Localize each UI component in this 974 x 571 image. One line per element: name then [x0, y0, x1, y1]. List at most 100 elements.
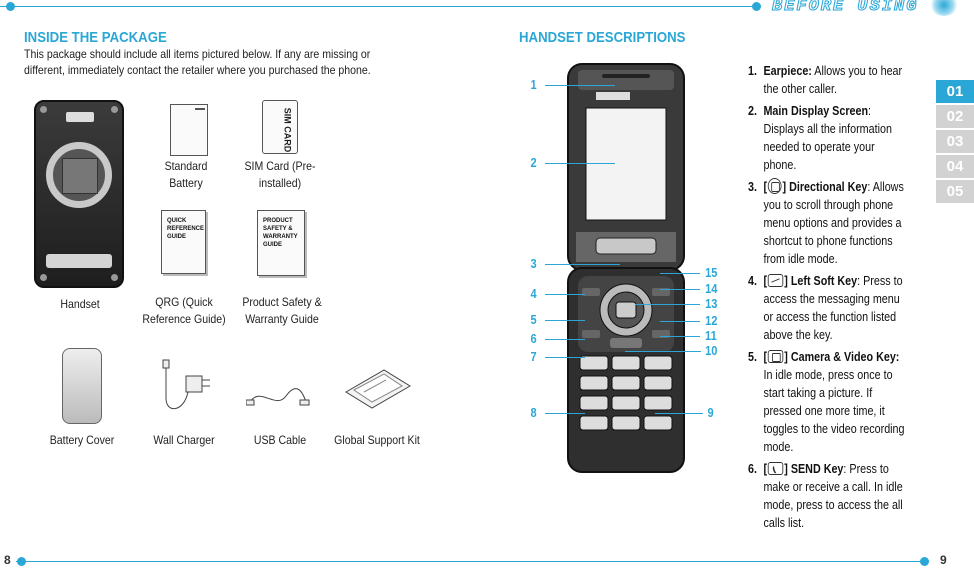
handset-screw-icon: [40, 274, 47, 281]
description-term: ] Left Soft Key: [784, 274, 858, 288]
handset-brand-strip: [46, 254, 112, 268]
handset-descriptions-title: HANDSET DESCRIPTIONS: [519, 29, 686, 46]
callout-number: 5: [530, 312, 537, 327]
description-text: : Displays all the information needed to…: [763, 104, 892, 172]
caption-handset: Handset: [60, 297, 100, 311]
chapter-tab-03[interactable]: 03: [936, 130, 974, 153]
camera-key-icon: [767, 350, 784, 363]
callout-number: 3: [530, 256, 537, 271]
handset-screw-icon: [111, 106, 118, 113]
footer-rule-dot-left: [17, 557, 26, 566]
description-text: In idle mode, press once to start taking…: [763, 368, 905, 454]
page-number-left: 8: [4, 553, 11, 567]
callout-number: 11: [705, 328, 717, 343]
description-term: ] SEND Key: [784, 462, 844, 476]
handset-illustration: [34, 100, 124, 288]
description-bracket: [: [763, 350, 768, 364]
caption-qrg: QRG (Quick Reference Guide): [142, 295, 226, 326]
caption-standard-battery: Standard Battery: [164, 159, 208, 190]
description-item: 6. [ ] SEND Key: Press to make or receive …: [748, 460, 905, 532]
callout-line: [545, 294, 585, 295]
description-number: 6.: [748, 462, 757, 476]
callout-line: [660, 273, 700, 274]
chapter-tab-04[interactable]: 04: [936, 155, 974, 178]
description-text: : Allows you to scroll through phone men…: [763, 180, 904, 266]
description-term: ] Directional Key: [782, 180, 868, 194]
handset-screw-icon: [40, 106, 47, 113]
inside-package-intro: This package should include all items pi…: [24, 47, 371, 77]
description-term: ] Camera & Video Key:: [784, 350, 900, 364]
description-bracket: [: [763, 180, 768, 194]
header-rule-dot-right: [752, 2, 761, 11]
chapter-tabs: 01 02 03 04 05: [936, 80, 974, 205]
caption-sim-card: SIM Card (Pre-installed): [244, 159, 316, 190]
section-header-title: BEFORE USING: [771, 0, 919, 17]
directional-key-icon: [767, 178, 782, 194]
description-number: 4.: [748, 274, 757, 288]
left-soft-key-icon: [767, 274, 784, 287]
wall-charger-illustration: [162, 359, 210, 409]
chapter-tab-02[interactable]: 02: [936, 105, 974, 128]
send-key-icon: [767, 462, 784, 475]
callout-number: 9: [707, 405, 714, 420]
callout-number: 2: [530, 155, 537, 170]
description-number: 5.: [748, 350, 757, 364]
caption-battery-cover: Battery Cover: [49, 433, 115, 447]
sim-card-illustration: SIM CARD: [262, 100, 298, 154]
callout-number: 1: [530, 77, 537, 92]
callout-number: 6: [530, 331, 537, 346]
description-text: Allows you to hear the other caller.: [763, 64, 903, 96]
caption-usb-cable: USB Cable: [253, 433, 307, 447]
battery-cover-illustration: [62, 348, 102, 424]
footer-rule: [16, 561, 926, 562]
callout-line: [545, 85, 615, 86]
callout-number: 10: [705, 343, 718, 358]
callout-line: [660, 289, 700, 290]
callout-line: [625, 351, 701, 352]
description-text: : Press to access the messaging menu or …: [763, 274, 903, 342]
description-item: 2. Main Display Screen: Displays all the …: [748, 102, 905, 174]
caption-product-safety: Product Safety & Warranty Guide: [242, 295, 322, 326]
global-support-kit-illustration: [345, 369, 411, 409]
callout-number: 7: [530, 349, 537, 364]
handset-screw-icon: [111, 274, 118, 281]
chapter-tab-01[interactable]: 01: [936, 80, 974, 103]
header-glow-icon: [930, 0, 958, 16]
handset-camera-ring: [46, 142, 112, 208]
handset-description-list: 1. Earpiece: Allows you to hear the other…: [748, 62, 905, 536]
callout-line: [545, 320, 585, 321]
footer-rule-dot-right: [920, 557, 929, 566]
chapter-tab-05[interactable]: 05: [936, 180, 974, 203]
callout-line: [545, 339, 585, 340]
callout-line: [660, 321, 700, 322]
description-number: 3.: [748, 180, 757, 194]
description-item: 1. Earpiece: Allows you to hear the other…: [748, 62, 905, 98]
callout-line: [545, 163, 615, 164]
callout-number: 15: [705, 265, 718, 280]
callout-number: 14: [705, 281, 718, 296]
description-item: 5. [ ] Camera & Video Key: In idle mode, p…: [748, 348, 905, 456]
battery-illustration: [170, 104, 208, 156]
description-bracket: [: [763, 462, 768, 476]
callout-number: 4: [530, 286, 537, 301]
callout-number: 8: [530, 405, 537, 420]
description-item: 3. [ ] Directional Key: Allows you to scro…: [748, 178, 905, 268]
handset-logo: [66, 112, 94, 122]
safety-guide-illustration: PRODUCT SAFETY & WARRANTY GUIDE: [257, 210, 305, 276]
description-term: Main Display Screen: [763, 104, 869, 118]
qrg-illustration: QUICK REFERENCE GUIDE: [161, 210, 206, 274]
description-text: : Press to make or receive a call. In id…: [763, 462, 903, 530]
description-term: Earpiece:: [763, 64, 812, 78]
callout-line: [660, 336, 700, 337]
page-number-right: 9: [940, 553, 947, 567]
caption-global-support-kit: Global Support Kit: [334, 433, 420, 447]
callout-line: [545, 264, 620, 265]
header-rule: [0, 6, 760, 7]
callout-line: [635, 304, 700, 305]
description-number: 2.: [748, 104, 757, 118]
callout-line: [545, 413, 585, 414]
usb-cable-illustration: [246, 388, 310, 406]
inside-package-title: INSIDE THE PACKAGE: [24, 29, 167, 46]
description-number: 1.: [748, 64, 757, 78]
